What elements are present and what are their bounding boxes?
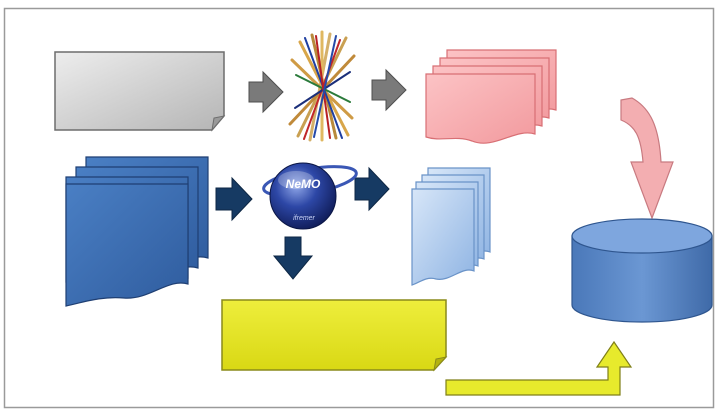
pink-document-stack-icon	[425, 49, 557, 144]
gray-arrow-right-icon	[248, 70, 284, 114]
nemo-logo-icon: NeMO ifremer	[262, 162, 358, 230]
yellow-document-icon	[221, 299, 448, 372]
gray-document-icon	[54, 51, 226, 132]
navy-arrow-right-icon	[215, 176, 253, 222]
pick-up-sticks-icon	[288, 30, 356, 142]
nemo-logo-subtext: ifremer	[293, 215, 315, 222]
gray-arrow-right-icon	[371, 68, 407, 112]
database-cylinder-icon	[571, 218, 713, 323]
navy-arrow-down-icon	[272, 236, 314, 280]
light-blue-document-stack-icon	[411, 167, 491, 286]
navy-arrow-right-icon	[354, 166, 390, 212]
blue-document-stack-icon	[65, 156, 209, 307]
nemo-logo-text: NeMO	[286, 177, 321, 191]
pink-curved-arrow-down-icon	[620, 97, 674, 220]
yellow-bent-arrow-up-icon	[445, 340, 633, 396]
